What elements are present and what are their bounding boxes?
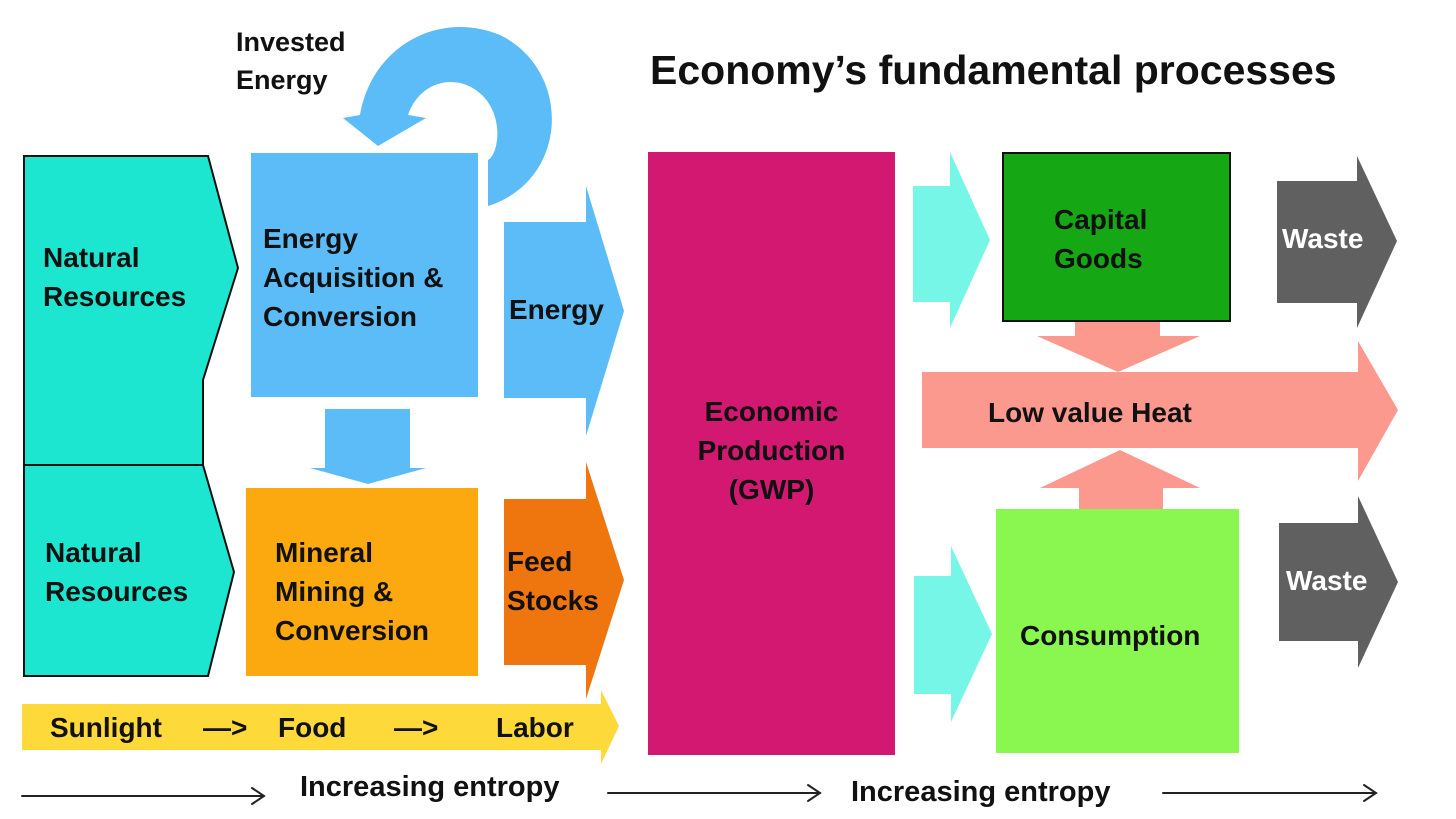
entropy-label-left: Increasing entropy bbox=[300, 771, 560, 803]
low-value-heat-label: Low value Heat bbox=[988, 397, 1192, 428]
energy-acquisition-box bbox=[251, 153, 478, 397]
entropy-label-right: Increasing entropy bbox=[851, 776, 1111, 808]
consumption-label: Consumption bbox=[1020, 620, 1201, 651]
consumption-to-heat-arrow bbox=[1040, 450, 1200, 510]
waste-top-label: Waste bbox=[1282, 223, 1364, 254]
natural-resources-bottom-label: Natural Resources bbox=[45, 537, 189, 607]
capital-goods-box bbox=[1002, 152, 1231, 322]
energy-arrow-label: Energy bbox=[509, 294, 604, 325]
feed-stocks-label: Feed Stocks bbox=[507, 546, 599, 616]
sunlight-food-labor-arrow bbox=[22, 690, 619, 764]
waste-bottom-arrow bbox=[1279, 496, 1398, 668]
to-consumption-arrow bbox=[914, 546, 992, 722]
invested-energy-label: Invested Energy bbox=[236, 27, 346, 95]
arrow-text-2: —> bbox=[394, 712, 439, 743]
waste-bottom-label: Waste bbox=[1286, 565, 1368, 596]
food-label: Food bbox=[278, 712, 347, 743]
to-capital-goods-arrow bbox=[913, 152, 990, 328]
mineral-mining-box bbox=[246, 488, 478, 676]
feed-stocks-arrow bbox=[504, 462, 624, 699]
consumption-box bbox=[996, 509, 1239, 753]
natural-resources-bottom-shape bbox=[23, 464, 236, 677]
labor-label: Labor bbox=[496, 712, 574, 743]
sunlight-label: Sunlight bbox=[50, 712, 162, 743]
economic-production-box bbox=[648, 152, 895, 755]
arrow-text-1: —> bbox=[203, 712, 248, 743]
economic-production-label: Economic Production (GWP) bbox=[697, 396, 846, 505]
waste-top-arrow bbox=[1277, 156, 1397, 328]
low-value-heat-arrow bbox=[922, 341, 1398, 481]
mineral-mining-label: Mineral Mining & Conversion bbox=[275, 537, 430, 646]
entropy-arrows bbox=[21, 784, 1378, 805]
capital-to-heat-arrow bbox=[1037, 322, 1200, 372]
invested-energy-loop-arrow bbox=[343, 26, 552, 206]
energy-arrow bbox=[504, 186, 624, 436]
diagram-title: Economy’s fundamental processes bbox=[650, 47, 1337, 93]
natural-resources-top-label: Natural Resources bbox=[43, 242, 187, 312]
energy-acquisition-label: Energy Acquisition & Conversion bbox=[263, 223, 444, 332]
down-arrow bbox=[310, 409, 426, 484]
capital-goods-label: Capital Goods bbox=[1054, 204, 1148, 274]
